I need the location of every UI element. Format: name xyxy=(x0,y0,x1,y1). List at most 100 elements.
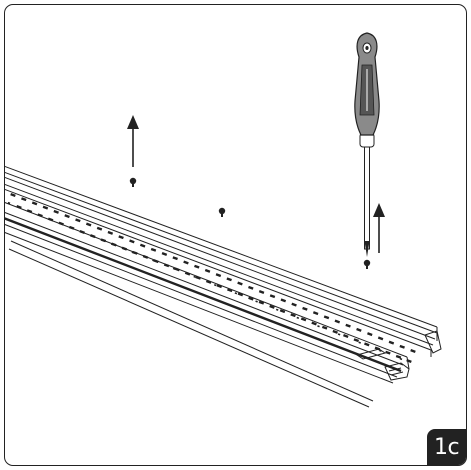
rail-edge-line xyxy=(5,176,436,340)
rail-hole xyxy=(195,275,201,280)
rail-hole xyxy=(258,300,265,305)
rail-hole xyxy=(205,279,212,284)
rail-hole xyxy=(311,321,317,326)
rail-hole xyxy=(193,275,197,279)
rail-hole xyxy=(79,230,85,234)
rail-hole xyxy=(399,344,405,349)
rail-hole xyxy=(353,338,360,343)
rail-hole-pattern xyxy=(7,193,416,363)
rail-hole xyxy=(163,263,170,268)
aluminium-rail xyxy=(5,165,442,408)
rail-hole xyxy=(337,333,341,336)
rail-hole xyxy=(321,325,328,330)
rail-hole xyxy=(300,317,307,322)
rail-hole xyxy=(31,201,38,206)
rail-edge-line xyxy=(5,165,438,328)
rail-hole xyxy=(343,334,349,338)
rail-hole xyxy=(152,259,155,262)
rail-hole xyxy=(69,226,73,229)
rail-hole xyxy=(279,309,286,314)
rail-hole xyxy=(96,226,103,231)
rail-hole xyxy=(356,327,362,332)
rail-hole xyxy=(399,357,403,361)
rail-hole xyxy=(7,201,11,205)
rail-hole xyxy=(172,267,176,270)
assembly-illustration xyxy=(5,32,442,408)
rail-hole xyxy=(248,285,254,290)
rail-edge-line xyxy=(8,248,370,408)
rail-hole xyxy=(312,311,319,316)
arrow-up-icon xyxy=(373,203,385,253)
rail-hole xyxy=(64,214,70,219)
rail-hole xyxy=(290,313,296,318)
rail-hole xyxy=(90,234,93,237)
rail-hole xyxy=(302,306,308,311)
rail-hole xyxy=(215,273,222,278)
rail-hole xyxy=(28,210,31,213)
rail-hole xyxy=(275,308,279,311)
rail-hole xyxy=(377,336,384,341)
rail-edge-line xyxy=(5,217,402,373)
rail-edge-line xyxy=(5,224,398,378)
rail-hole xyxy=(227,288,233,293)
rail-hole xyxy=(213,283,217,287)
rail-hole xyxy=(332,329,338,334)
rail-hole xyxy=(129,239,135,244)
rail-edge-line xyxy=(406,356,410,370)
rail-hole xyxy=(100,238,107,243)
rail-hole xyxy=(204,268,211,273)
rail-hole xyxy=(216,284,223,289)
rail-hole xyxy=(139,243,146,248)
rail-hole xyxy=(317,325,320,328)
rail-hole xyxy=(53,209,59,214)
rail-hole xyxy=(248,296,254,301)
rail-hole xyxy=(367,332,373,337)
rail-hole xyxy=(334,319,341,324)
screw-icon xyxy=(129,177,137,187)
rail-hole xyxy=(323,315,330,320)
rail-hole xyxy=(21,197,27,202)
step-number-badge: 1c xyxy=(427,429,466,465)
rail-hole xyxy=(255,300,258,303)
rail-hole xyxy=(269,294,276,299)
rail-hole xyxy=(291,302,297,307)
rail-hole xyxy=(42,205,49,210)
rail-hole xyxy=(85,222,92,227)
rail-hole xyxy=(75,218,81,223)
rail-hole xyxy=(388,340,395,345)
rail-hole xyxy=(161,252,168,256)
rail-hole xyxy=(118,235,124,240)
screwdriver-icon xyxy=(354,32,380,257)
rail-hole xyxy=(121,246,128,251)
rail-hole xyxy=(174,267,180,272)
rail-hole xyxy=(16,205,22,209)
rail-hole xyxy=(194,264,200,269)
rail-edge-line xyxy=(10,240,374,402)
rail-hole xyxy=(150,247,157,252)
rail-hole xyxy=(410,349,416,353)
rail-hole xyxy=(345,323,351,328)
rail-hole xyxy=(364,342,370,347)
rail-hole xyxy=(183,260,189,265)
rail-edge-line xyxy=(5,202,408,358)
rail-edge-line xyxy=(5,211,404,366)
rail-hole xyxy=(107,230,114,235)
arrow-up-icon xyxy=(127,115,139,167)
rail-hole xyxy=(110,242,114,246)
rail-hole xyxy=(385,350,391,355)
rail-hole xyxy=(142,254,149,259)
rail-edge-line xyxy=(5,188,432,351)
rail-hole xyxy=(58,221,64,226)
rail-edge-line xyxy=(5,183,434,346)
rail-hole xyxy=(131,251,135,254)
rail-hole xyxy=(358,341,362,344)
rail-hole xyxy=(237,281,243,286)
rail-hole xyxy=(237,292,244,297)
rail-hole xyxy=(234,292,238,295)
screw-icon xyxy=(363,259,371,269)
rail-outline xyxy=(5,165,438,408)
rail-hole xyxy=(258,290,265,294)
screw-icon xyxy=(218,207,226,217)
rail-hole xyxy=(296,316,300,320)
rail-hole xyxy=(48,218,52,221)
